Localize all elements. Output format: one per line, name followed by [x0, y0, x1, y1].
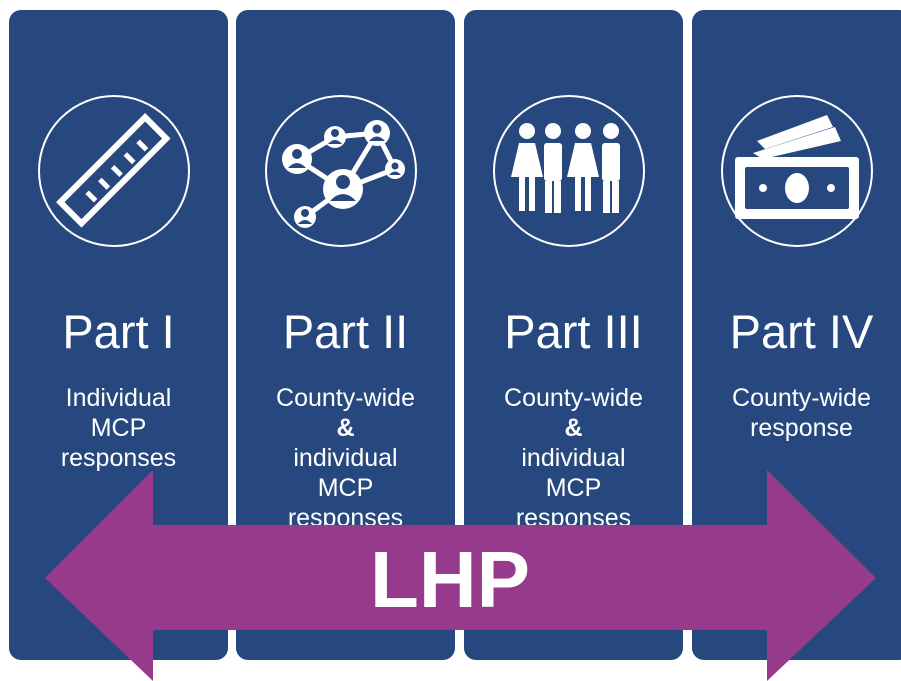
part-1-icon-circle	[38, 95, 190, 247]
part-1-desc-line: MCP	[90, 414, 147, 442]
part-4-desc-line: County-wide	[732, 384, 871, 412]
part-3-desc-line: &	[564, 414, 583, 442]
part-4-icon-circle	[721, 95, 873, 247]
part-3-desc-line: County-wide	[504, 384, 643, 412]
part-3-desc-line: individual	[521, 444, 626, 472]
part-2-icon-circle	[265, 95, 417, 247]
arrow-label: LHP	[370, 535, 530, 624]
part-2-desc-line: County-wide	[276, 384, 415, 412]
part-3-title: Part III	[504, 305, 643, 358]
part-2-desc-line: MCP	[317, 474, 374, 502]
ruler-icon	[56, 113, 171, 228]
double-arrow-shape	[45, 470, 876, 681]
part-1-desc-line: Individual	[65, 384, 172, 412]
part-3-description: County-wide & individual MCP responses	[464, 383, 683, 533]
part-1-description: Individual MCP responses	[9, 383, 228, 473]
money-icon	[735, 115, 859, 219]
part-4-title: Part IV	[729, 305, 874, 358]
part-2-title: Part II	[282, 305, 409, 358]
part-1-desc-line: responses	[60, 444, 177, 472]
part-3-icon-circle	[493, 95, 645, 247]
part-3-desc-line: MCP	[545, 474, 602, 502]
part-1-title: Part I	[62, 305, 175, 358]
part-2-description: County-wide & individual MCP responses	[236, 383, 455, 533]
network-icon	[282, 120, 405, 228]
part-4-desc-line: response	[750, 414, 853, 442]
part-4-description: County-wide response	[692, 383, 901, 443]
people-icon	[511, 123, 620, 213]
part-2-desc-line: individual	[293, 444, 398, 472]
part-2-desc-line: &	[336, 414, 355, 442]
